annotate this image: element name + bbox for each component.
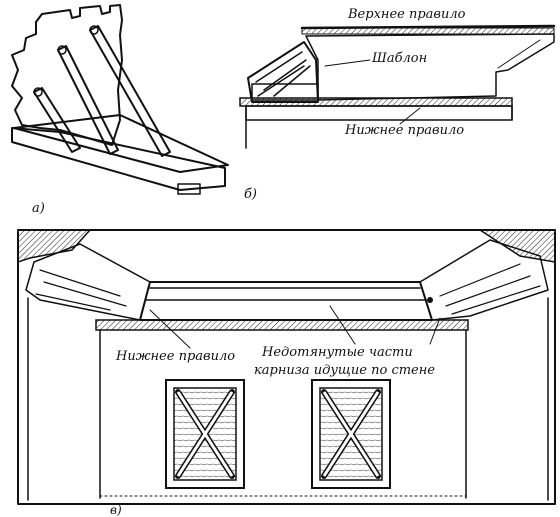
label-b: б)	[244, 187, 257, 202]
figure-a-template-carriage	[11, 4, 229, 195]
label-lower-rule-v: Нижнее правило	[115, 349, 235, 364]
figure-b-rules-section	[239, 24, 556, 149]
label-a: а)	[32, 201, 45, 216]
figure-v-room-elevation	[17, 229, 556, 505]
label-unfinished-line1: Недотянутые части	[261, 345, 413, 360]
label-upper-rule: Верхнее правило	[347, 7, 466, 22]
right-x-panel	[311, 379, 391, 489]
label-template: Шаблон	[371, 51, 427, 66]
label-unfinished-line2: карниза идущие по стене	[254, 363, 435, 378]
left-x-panel	[165, 379, 245, 489]
label-lower-rule-b: Нижнее правило	[344, 123, 464, 138]
label-v: в)	[110, 503, 122, 517]
